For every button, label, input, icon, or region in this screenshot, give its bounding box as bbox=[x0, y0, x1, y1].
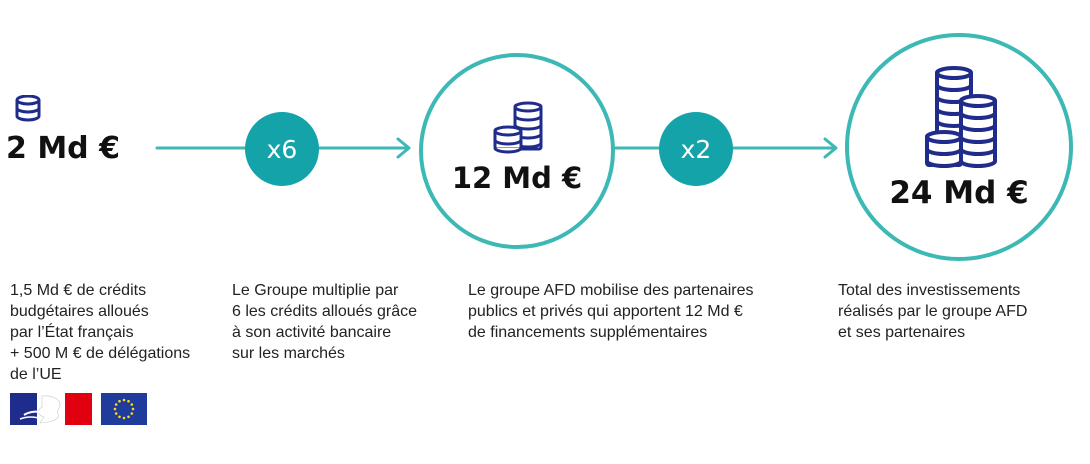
eu-flag-logo bbox=[101, 393, 147, 425]
description-line: Le Groupe multiplie par bbox=[232, 282, 399, 299]
description-line: de financements supplémentaires bbox=[468, 324, 708, 341]
step-2-amount: 12 Md € bbox=[451, 161, 583, 195]
arrowhead-2 bbox=[823, 137, 838, 159]
step-2-circle: 12 Md € bbox=[419, 53, 615, 249]
step-3-circle: 24 Md € bbox=[845, 33, 1073, 261]
step-1: 2 Md € bbox=[0, 85, 150, 185]
description-line: de l’UE bbox=[10, 366, 62, 383]
description-line: Le groupe AFD mobilise des partenaires bbox=[468, 282, 754, 299]
description-line: réalisés par le groupe AFD bbox=[838, 303, 1028, 320]
description-line: + 500 M € de délégations bbox=[10, 345, 191, 362]
multiplier-badge-x6: x6 bbox=[245, 112, 319, 186]
multiplier-badge-x2: x2 bbox=[659, 112, 733, 186]
single-coin-stack-icon bbox=[15, 95, 41, 122]
multiplier-label: x2 bbox=[680, 134, 712, 164]
coin-stacks-icon bbox=[493, 101, 543, 154]
step-2-description: Le groupe AFD mobilise des partenaires p… bbox=[468, 280, 754, 343]
description-line: 6 les crédits alloués grâce bbox=[232, 303, 417, 320]
step-3-amount: 24 Md € bbox=[889, 175, 1029, 211]
multiplier-x6-description: Le Groupe multiplie par 6 les crédits al… bbox=[232, 280, 417, 364]
arrowhead-1 bbox=[396, 137, 411, 159]
step-1-description: 1,5 Md € de crédits budgétaires alloués … bbox=[10, 280, 190, 385]
description-line: à son activité bancaire bbox=[232, 324, 392, 341]
description-line: 1,5 Md € de crédits bbox=[10, 282, 147, 299]
large-coin-stacks-icon bbox=[925, 66, 997, 168]
description-line: sur les marchés bbox=[232, 345, 345, 362]
step-1-amount: 2 Md € bbox=[6, 131, 120, 166]
description-line: Total des investissements bbox=[838, 282, 1021, 299]
step-3-description: Total des investissements réalisés par l… bbox=[838, 280, 1027, 343]
multiplier-label: x6 bbox=[266, 134, 298, 164]
description-line: par l’État français bbox=[10, 324, 134, 341]
description-line: et ses partenaires bbox=[838, 324, 966, 341]
description-line: budgétaires alloués bbox=[10, 303, 149, 320]
republique-francaise-logo bbox=[10, 393, 92, 425]
description-line: publics et privés qui apportent 12 Md € bbox=[468, 303, 743, 320]
